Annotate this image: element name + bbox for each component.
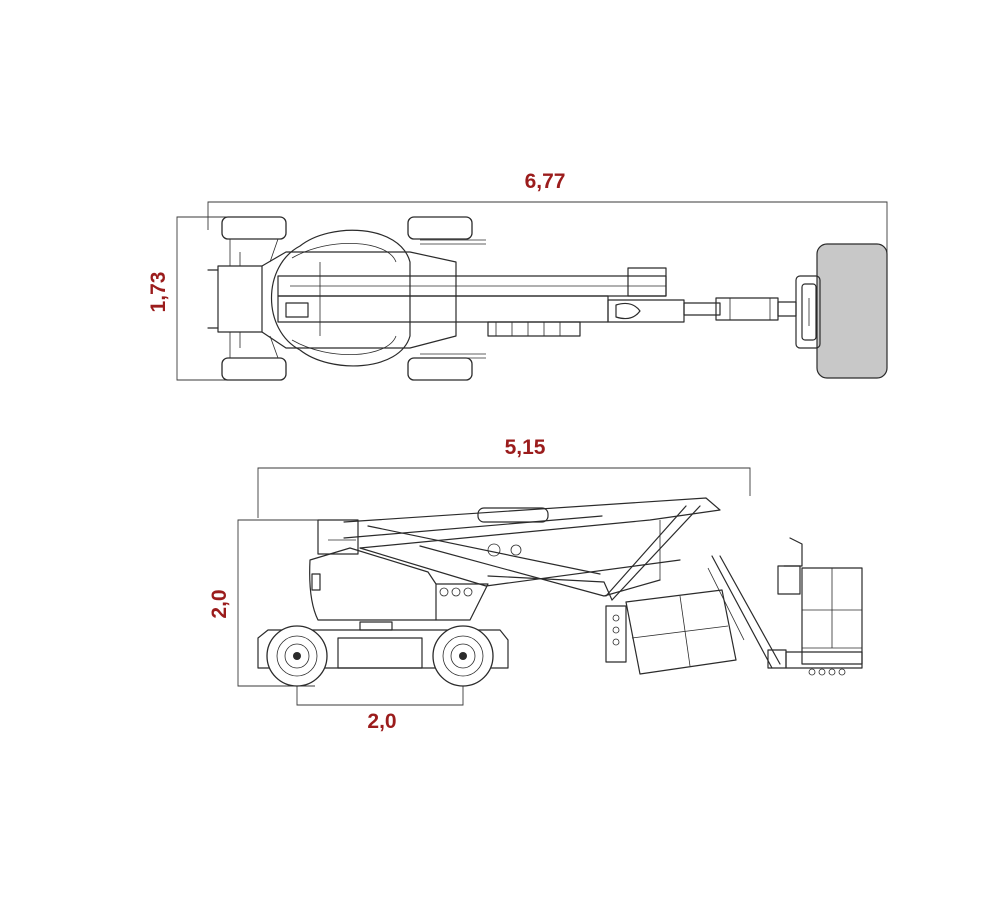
dimension-side-height: 2,0 <box>208 589 231 618</box>
side-view-jib <box>707 555 787 669</box>
dimension-top-width: 1,73 <box>147 272 170 313</box>
top-view-jib <box>683 297 797 321</box>
dimension-top-length: 6,77 <box>525 170 566 193</box>
top-view-turntable <box>271 229 411 367</box>
side-view <box>237 467 863 706</box>
top-rear-left-wheel <box>221 357 287 381</box>
top-view-wheels <box>221 216 473 381</box>
side-front-wheel <box>432 625 494 687</box>
top-view-boom <box>277 267 685 337</box>
dimension-side-length: 5,15 <box>505 436 546 459</box>
side-view-platform <box>777 537 863 676</box>
dimension-wheelbase: 2,0 <box>367 710 396 733</box>
side-view-stowed-basket <box>605 589 737 675</box>
side-view-chassis <box>257 621 509 669</box>
top-front-left-wheel <box>221 216 287 240</box>
side-rear-wheel <box>266 625 328 687</box>
top-view-platform <box>795 243 888 379</box>
top-view <box>176 201 888 381</box>
top-view-chassis <box>207 239 486 359</box>
platform-basket <box>816 243 888 379</box>
side-view-dimension-lines <box>237 467 751 706</box>
side-view-turret <box>309 519 489 621</box>
top-front-right-wheel <box>407 216 473 240</box>
top-rear-right-wheel <box>407 357 473 381</box>
side-view-wheels <box>266 625 494 687</box>
side-view-boom <box>343 497 721 601</box>
